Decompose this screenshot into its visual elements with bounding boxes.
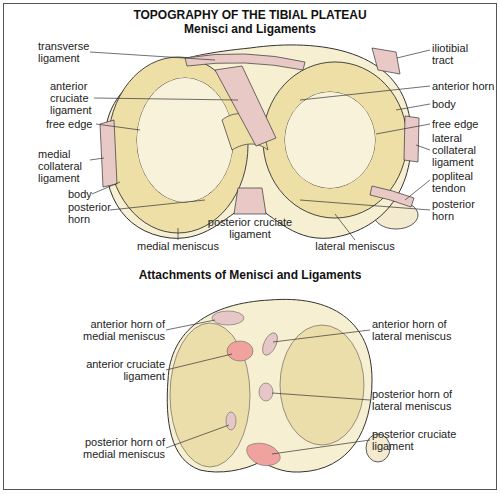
- part-label: posterior cruciate ligament: [200, 216, 300, 240]
- leader-line: [90, 52, 215, 60]
- part-label: anterior cruciate ligament: [50, 80, 100, 116]
- part-label: medial collateral ligament: [38, 148, 90, 184]
- part-label: anterior cruciate ligament: [70, 358, 165, 382]
- tibial-plateau: [167, 299, 372, 472]
- leader-line: [272, 440, 370, 454]
- iliotibial-band: [372, 48, 400, 74]
- leader-line: [178, 228, 179, 240]
- attachment-spot: [227, 341, 253, 361]
- acl-band: [215, 66, 276, 146]
- panel-heading: Menisci and Ligaments: [100, 22, 400, 36]
- part-label: lateral meniscus: [305, 240, 405, 252]
- transverse-ligament: [185, 54, 305, 70]
- part-label: free edge: [432, 118, 500, 130]
- leader-line: [110, 200, 205, 210]
- part-label: medial meniscus: [128, 240, 228, 252]
- part-label: anterior horn of lateral meniscus: [372, 318, 472, 342]
- part-label: body: [432, 98, 472, 110]
- frame-border: [4, 4, 497, 490]
- leader-line: [96, 124, 140, 130]
- leader-line: [166, 354, 232, 370]
- leader-line: [300, 86, 430, 100]
- leader-line: [90, 158, 104, 160]
- leader-line: [405, 180, 430, 200]
- panel-heading: Attachments of Menisci and Ligaments: [100, 268, 400, 282]
- pcl-band: [234, 188, 266, 214]
- leader-line: [397, 50, 430, 58]
- leader-line: [272, 393, 370, 400]
- leader-line: [94, 98, 238, 100]
- part-label: free edge: [46, 118, 116, 130]
- part-label: posterior horn: [432, 198, 482, 222]
- leader-line: [335, 214, 355, 240]
- lateral-facet: [280, 325, 364, 445]
- attachment-spot: [259, 331, 280, 358]
- attachment-spot: [247, 443, 280, 465]
- part-label: posterior cruciate ligament: [372, 428, 472, 452]
- leader-lines: [166, 320, 370, 454]
- part-label: transverse ligament: [38, 40, 96, 64]
- popliteal-tendon: [370, 186, 414, 207]
- part-label: posterior horn: [68, 201, 118, 225]
- diagram-title: TOPOGRAPHY OF THE TIBIAL PLATEAU: [50, 8, 450, 22]
- part-label: iliotibial tract: [432, 42, 478, 66]
- leader-line: [92, 182, 120, 194]
- mcl-band: [100, 120, 117, 187]
- part-label: anterior horn of medial meniscus: [70, 318, 165, 342]
- lcl-band: [404, 116, 419, 162]
- tibial-plateau: [104, 45, 411, 238]
- attachment-spot: [226, 412, 236, 430]
- leader-line: [376, 124, 430, 134]
- lateral-condyle: [285, 92, 375, 188]
- leader-line: [300, 200, 430, 210]
- part-label: lateral collateral ligament: [432, 132, 484, 168]
- leader-line: [166, 425, 229, 448]
- part-label: anterior horn: [432, 80, 500, 92]
- attachment-spot: [259, 383, 273, 401]
- leader-line: [396, 104, 430, 110]
- medial-condyle: [137, 78, 233, 202]
- leader-lines: [90, 50, 430, 240]
- part-label: body: [68, 188, 108, 200]
- leader-line: [416, 145, 430, 150]
- part-label: posterior horn of medial meniscus: [65, 436, 165, 460]
- part-label: posterior horn of lateral meniscus: [372, 388, 472, 412]
- leader-line: [273, 330, 370, 342]
- leader-line: [166, 320, 215, 330]
- part-label: popliteal tendon: [432, 170, 482, 194]
- attachment-spot: [212, 311, 244, 325]
